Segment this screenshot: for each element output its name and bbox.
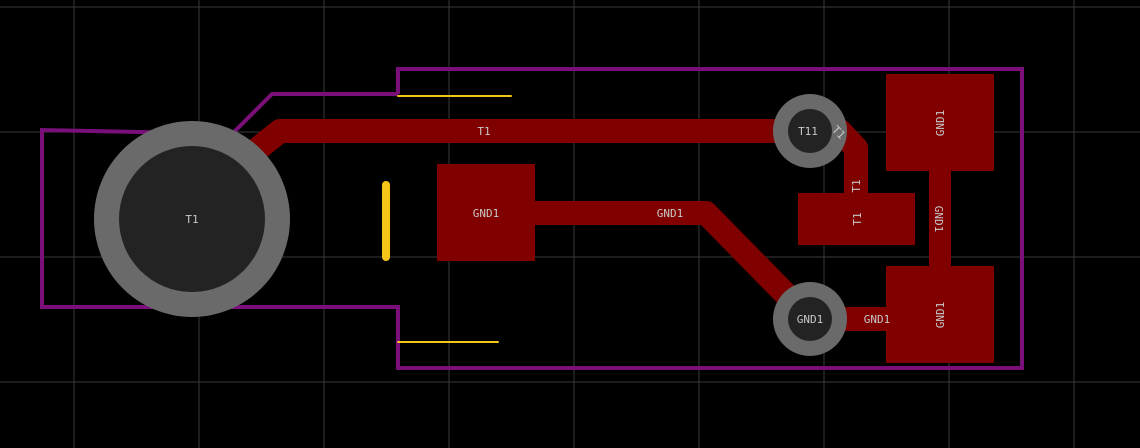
label-big-pad: T1: [185, 213, 198, 226]
board-outline: [40, 67, 1024, 370]
label-via-top: T11: [798, 125, 818, 138]
label-smd-middle: T1: [851, 212, 864, 225]
label-pad-gnd-bottom: GND1: [934, 302, 947, 329]
silkscreen: [382, 95, 512, 343]
trace-t1-top: [238, 119, 868, 212]
through-hole-pad-t1-large: [94, 121, 290, 317]
copper-pads: [437, 74, 994, 363]
via-gnd1-bottom: [773, 282, 847, 356]
label-pad-gnd-bridge: GND1: [932, 206, 945, 233]
label-via-bottom: GND1: [797, 313, 824, 326]
net-labels: T1 T1 T11 T1 T1 T1 GND1 GND1 GND1 GND1 G…: [185, 110, 947, 329]
outline-right-polyline: [396, 67, 1024, 370]
smd-pad-t1-middle: [798, 193, 915, 245]
label-trace-gnd-bottom: GND1: [864, 313, 891, 326]
smd-pad-gnd1-left: [437, 164, 535, 261]
via-t1-top: [773, 94, 847, 168]
label-top-trace: T1: [477, 125, 490, 138]
label-trace-gnd-mid: GND1: [657, 207, 684, 220]
smd-pad-gnd1-bottom: [886, 266, 994, 363]
label-pad-gnd-top: GND1: [934, 110, 947, 137]
label-vertical-trace: T1: [850, 179, 863, 192]
trace-gnd1-middle: [508, 201, 822, 331]
outline-left-polyline: [40, 92, 743, 370]
smd-pad-gnd1-top: [886, 74, 994, 171]
label-smd-gnd-left: GND1: [473, 207, 500, 220]
